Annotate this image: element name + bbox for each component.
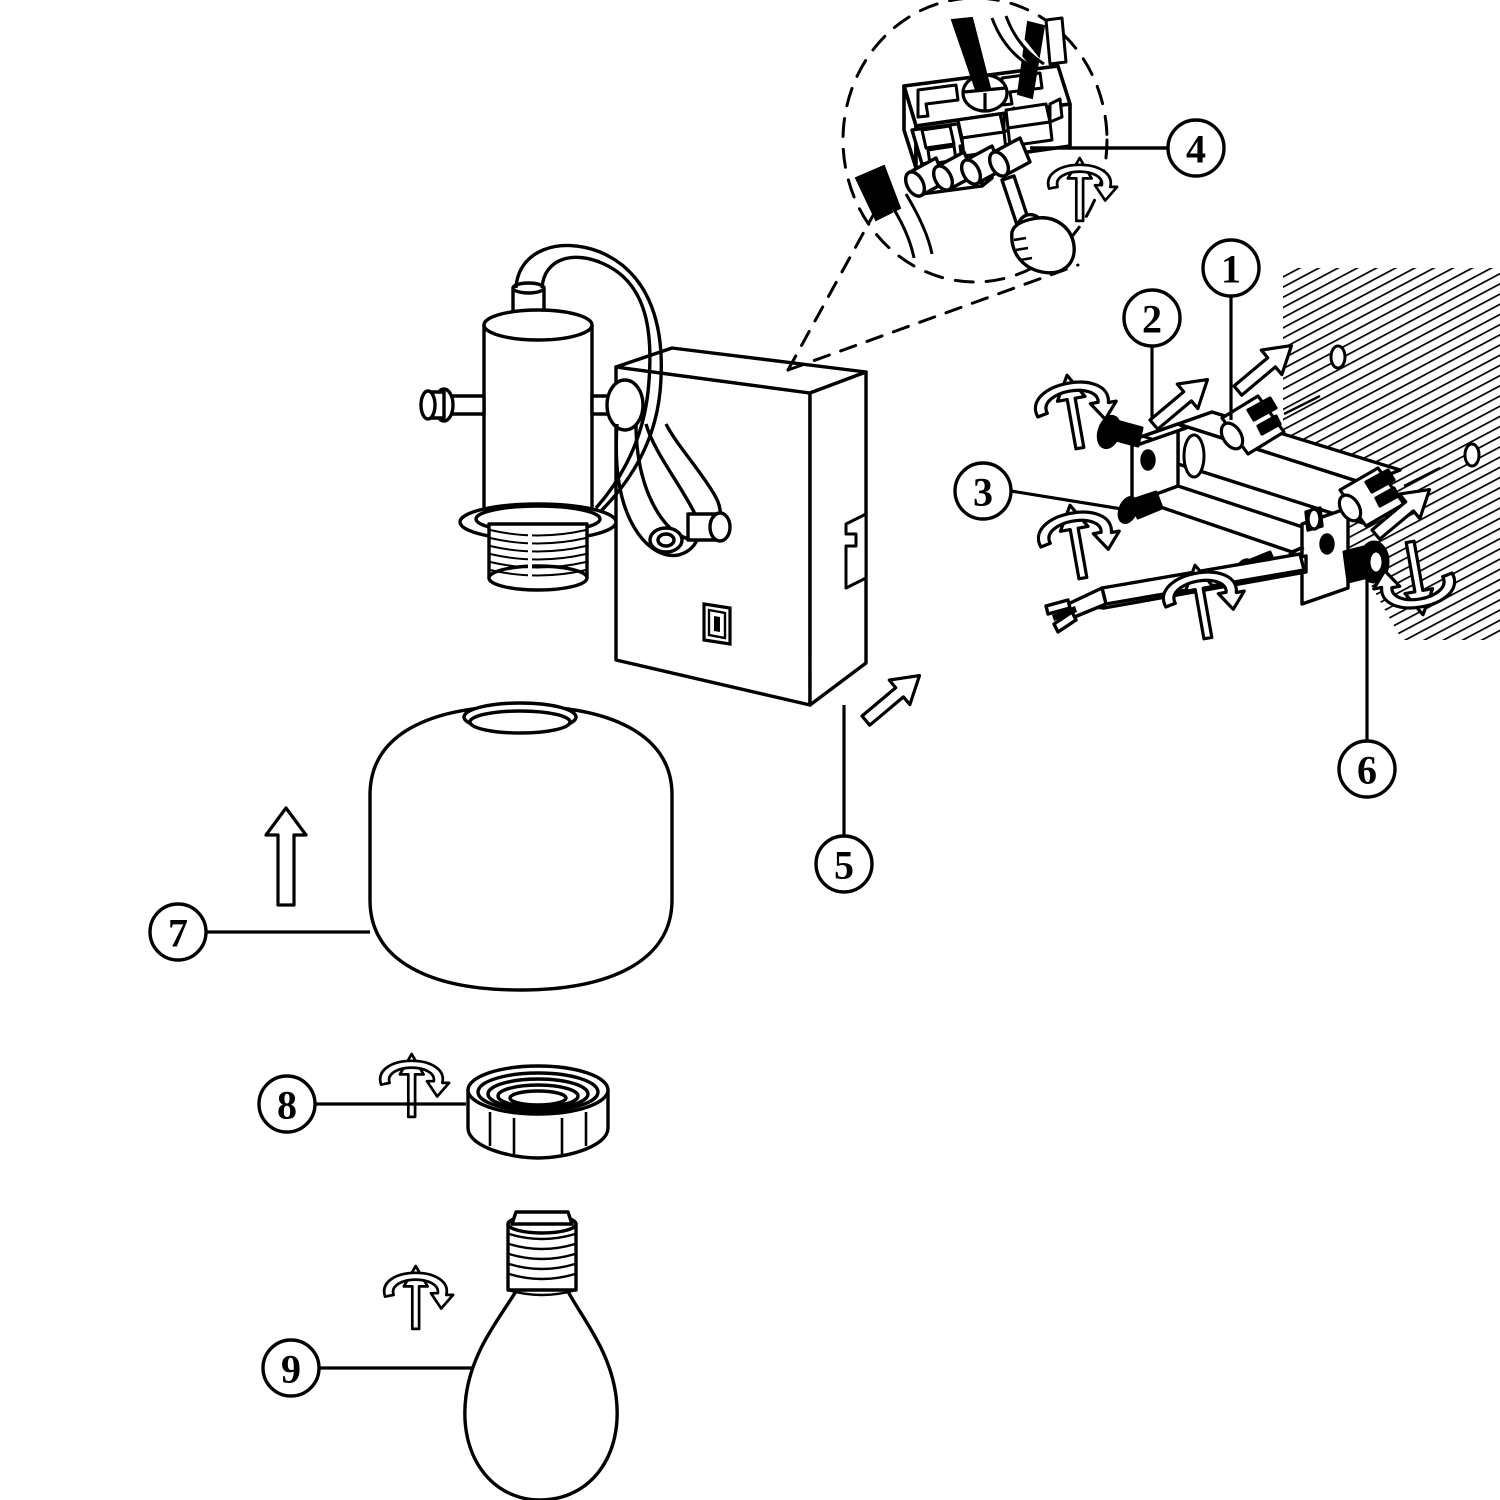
callout-leader-line [1010, 489, 1129, 512]
rotation-arrow-ring-nut [378, 1052, 451, 1119]
bulb-base-thread-lines [507, 1232, 577, 1297]
callout-number-label: 7 [168, 911, 188, 956]
callout-circle[interactable] [261, 1338, 321, 1398]
callout-2-mounting-bracket[interactable]: 2 [1122, 288, 1182, 418]
wall-surface [1283, 268, 1500, 640]
detail-bubble-outline [841, 0, 1109, 284]
callout-circle[interactable] [1122, 288, 1182, 348]
bracket-screw-upper [1096, 414, 1153, 450]
callout-circle[interactable] [1166, 118, 1226, 178]
glass-shade [368, 701, 674, 992]
callout-6-decorative-cap-screw[interactable]: 6 [1337, 580, 1397, 799]
callout-circle[interactable] [257, 1074, 317, 1134]
terminal-block-detail-content [854, 15, 1168, 275]
callout-8-shade-ring-nut[interactable]: 8 [257, 1074, 466, 1134]
callout-layer: 1 2 3 4 5 6 7 8 9 [148, 118, 1397, 1398]
callout-1-wall-plug-anchor[interactable]: 1 [1201, 238, 1261, 420]
rocker-switch[interactable] [702, 602, 732, 646]
wire-bail-linkage [614, 423, 732, 558]
callout-circle[interactable] [148, 902, 208, 962]
supply-cord [514, 243, 663, 514]
callout-number-label: 1 [1221, 247, 1241, 292]
detail-bubble-cone [786, 208, 1080, 372]
shade-ring-nut [466, 1064, 610, 1160]
callout-3-bracket-screw[interactable]: 3 [953, 461, 1129, 521]
rotation-arrow-bulb [382, 1264, 455, 1331]
callout-number-label: 4 [1186, 127, 1206, 172]
callout-4-terminal-block-wiring-detail[interactable]: 4 [1030, 118, 1226, 178]
callout-number-label: 2 [1142, 297, 1162, 342]
light-bulb [463, 1210, 619, 1500]
callout-7-glass-shade[interactable]: 7 [148, 902, 370, 962]
callout-circle[interactable] [1337, 739, 1397, 799]
push-arrow-back-plate [853, 661, 932, 735]
insert-arrow-shade [264, 806, 308, 907]
rotation-arrow-terminal-detail [1046, 156, 1119, 223]
callout-number-label: 3 [973, 470, 993, 515]
ring-nut-knurl-lines [488, 1112, 588, 1154]
callout-circle[interactable] [953, 461, 1013, 521]
callout-5-lamp-back-plate-body[interactable]: 5 [814, 705, 874, 894]
lamp-back-plate [614, 346, 868, 707]
callout-circle[interactable] [1201, 238, 1261, 298]
callout-circle[interactable] [814, 834, 874, 894]
socket-thread-lines [489, 527, 587, 578]
callout-number-label: 6 [1357, 748, 1377, 793]
callout-number-label: 9 [281, 1347, 301, 1392]
wall-plug-anchor-lower [1337, 466, 1441, 528]
rotation-arrow-bracket-left-lower [1031, 496, 1128, 587]
decorative-cap-screw [1342, 540, 1390, 584]
callout-number-label: 8 [277, 1083, 297, 1128]
callout-9-light-bulb[interactable]: 9 [261, 1338, 472, 1398]
callout-number-label: 5 [834, 843, 854, 888]
wall-plug-anchor-upper [1219, 394, 1321, 456]
